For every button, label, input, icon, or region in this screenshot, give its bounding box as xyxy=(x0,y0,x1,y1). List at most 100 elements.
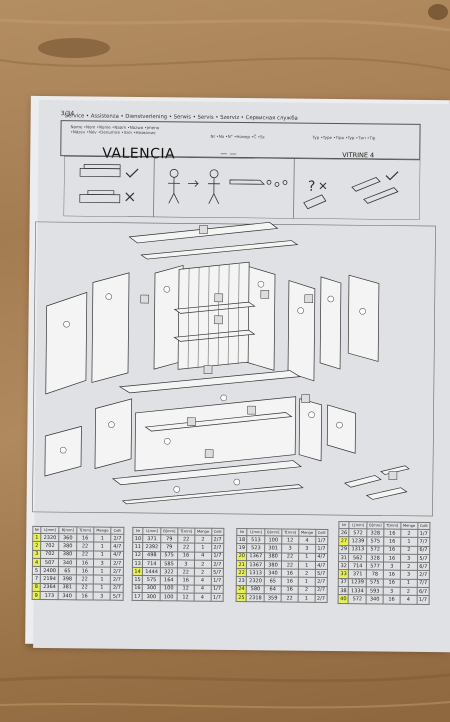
table-cell: 2 xyxy=(400,545,418,555)
table-cell: 2 xyxy=(399,587,417,596)
part-number-cell: 21 xyxy=(236,560,247,569)
table-cell: 360 xyxy=(58,533,77,543)
table-cell: 4 xyxy=(193,584,211,594)
table-cell: 714 xyxy=(348,561,367,571)
top-rail xyxy=(140,240,299,260)
small-part xyxy=(344,475,382,488)
right-door xyxy=(347,274,380,362)
table-cell: 2 xyxy=(400,562,418,571)
lower-back-panel xyxy=(134,396,297,472)
table-cell: 22 xyxy=(76,575,94,584)
table-cell: 380 xyxy=(58,541,77,551)
table-cell: 22 xyxy=(177,534,195,544)
table-cell: 16 xyxy=(383,545,401,555)
part-number-cell: 18 xyxy=(236,535,248,544)
table-cell: 2392 xyxy=(143,542,161,552)
table-cell: 2/7 xyxy=(211,535,224,544)
table-cell: 16 xyxy=(177,576,195,585)
table-cell: 16 xyxy=(281,577,299,586)
column-header: Nr xyxy=(32,526,42,534)
table-cell: 79 xyxy=(160,543,178,552)
table-cell: 1334 xyxy=(348,586,367,596)
table-cell: 4/7 xyxy=(315,561,328,570)
part-number-cell: 19 xyxy=(236,543,248,553)
part-number-cell: 38 xyxy=(338,586,349,596)
handling-instructions: ? xyxy=(63,156,421,220)
table-cell: 2 xyxy=(298,569,316,578)
table-cell: 1/7 xyxy=(210,593,224,602)
part-number-cell: 11 xyxy=(132,542,144,552)
table-cell: 572 xyxy=(349,528,367,538)
table-cell: 702 xyxy=(40,550,59,559)
table-cell: 4/7 xyxy=(110,550,124,560)
table-cell: 340 xyxy=(366,595,384,604)
table-cell: 3 xyxy=(93,558,111,568)
lower-shelf xyxy=(144,412,293,432)
table-cell: 3 xyxy=(383,562,401,571)
left-side-panel xyxy=(91,272,130,383)
bottom-panel xyxy=(111,460,302,486)
svg-text:?: ? xyxy=(308,179,316,195)
part-number-cell: 16 xyxy=(132,584,143,593)
part-number-cell: 37 xyxy=(338,578,349,587)
middle-board xyxy=(118,370,302,394)
table-cell: 1/7 xyxy=(315,536,328,545)
table-cell: 2/7 xyxy=(110,559,124,568)
table-cell: 714 xyxy=(142,559,161,568)
table-cell: 575 xyxy=(366,537,384,546)
table-cell: 7/7 xyxy=(416,579,430,588)
table-cell: 2/7 xyxy=(416,570,430,580)
table-cell: 2364 xyxy=(40,583,59,592)
table-cell: 22 xyxy=(281,552,299,562)
table-cell: 1 xyxy=(298,552,316,562)
table-cell: 562 xyxy=(348,553,367,563)
table-cell: 12 xyxy=(281,535,299,545)
table-cell: 22 xyxy=(76,550,94,559)
table-cell: 523 xyxy=(247,543,265,553)
table-cell: 5/7 xyxy=(417,554,430,563)
table-cell: 16 xyxy=(383,529,401,538)
table-cell: 22 xyxy=(177,568,195,577)
table-cell: 580 xyxy=(246,585,265,594)
table-cell: 22 xyxy=(281,594,298,603)
table-cell: 1 xyxy=(93,550,111,560)
table-cell: 6/7 xyxy=(417,545,430,555)
table-cell: 398 xyxy=(58,575,77,584)
table-cell: 1 xyxy=(400,578,417,588)
table-cell: 380 xyxy=(264,560,282,570)
table-cell: 498 xyxy=(142,551,161,560)
table-cell: 2320 xyxy=(246,577,265,586)
table-cell: 2 xyxy=(194,535,212,544)
table-cell: 340 xyxy=(264,568,282,578)
table-cell: 359 xyxy=(264,593,282,603)
table-cell: 1 xyxy=(93,575,111,584)
table-cell: 1 xyxy=(297,594,315,603)
table-cell: 16 xyxy=(281,585,299,595)
part-number-cell: 15 xyxy=(132,575,143,585)
table-cell: 381 xyxy=(58,583,77,592)
right-side-panel xyxy=(287,280,316,382)
table-cell: 164 xyxy=(160,576,178,585)
table-cell: 4 xyxy=(194,576,211,586)
part-number-cell: 10 xyxy=(132,534,144,543)
table-cell: 328 xyxy=(366,528,384,538)
lower-right-side xyxy=(298,398,323,462)
part-number-cell: 9 xyxy=(32,591,41,600)
table-cell: 300 xyxy=(142,584,161,593)
part-number-cell: 32 xyxy=(338,561,349,571)
table-cell: 575 xyxy=(160,551,178,560)
table-cell: 2 xyxy=(194,568,212,577)
part-number-cell: 3 xyxy=(32,549,41,559)
table-cell: 1 xyxy=(93,534,112,543)
table-cell: 1 xyxy=(298,561,316,570)
part-number-cell: 4 xyxy=(32,558,41,567)
table-cell: 322 xyxy=(160,567,178,577)
table-cell: 1444 xyxy=(142,567,161,577)
